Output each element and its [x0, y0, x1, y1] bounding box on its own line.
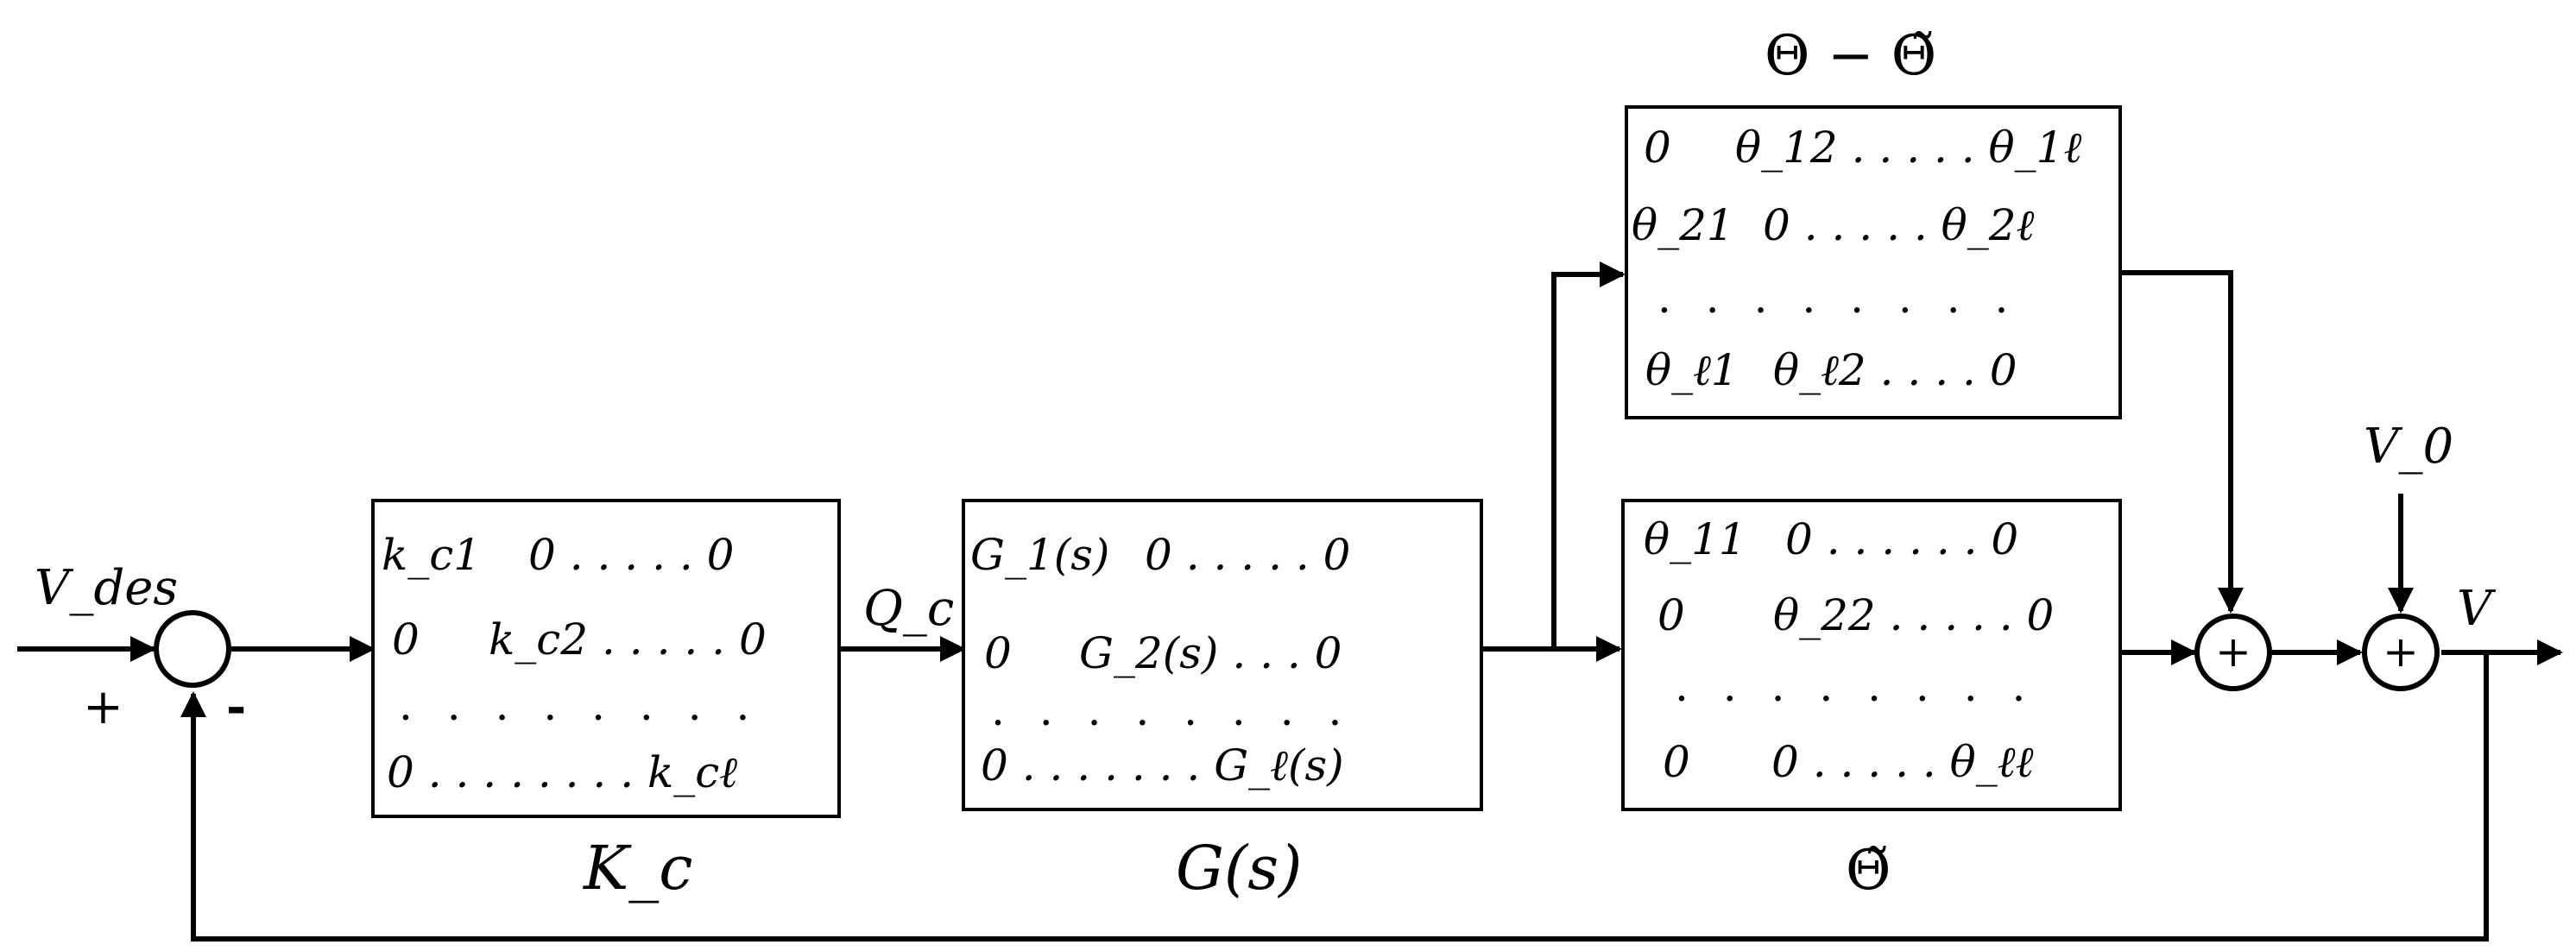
signal-v0: V_0 — [2364, 419, 2453, 475]
matrix-cell: 0 . . . . . θ_ℓℓ — [1771, 737, 2034, 787]
matrix-cell: 0 — [1644, 123, 1671, 173]
matrix-cell: 0 — [1657, 590, 1685, 640]
matrix-cell: θ_22 . . . . . 0 — [1773, 590, 2054, 640]
matrix-cell: θ_ℓ1 — [1645, 345, 1739, 395]
signal-v: V — [2457, 581, 2497, 637]
junction-plus-symbol: + — [2383, 627, 2419, 677]
feedback-wire — [180, 652, 2489, 942]
minus-sign: - — [226, 678, 246, 735]
wire-to-theta-diff — [1551, 261, 1626, 649]
block-label-gs: G(s) — [1176, 833, 1302, 904]
matrix-cell: 0 — [984, 628, 1012, 678]
matrix-cell: 0 . . . . . 0 — [1145, 530, 1350, 580]
block-kc: k_c1 0 . . . . . 0 0 k_c2 . . . . . 0 . … — [371, 499, 841, 818]
matrix-cell: 0 . . . . . 0 — [528, 530, 734, 580]
matrix-cell: G_2(s) . . . 0 — [1079, 628, 1342, 678]
matrix-cell: 0 — [392, 614, 420, 664]
matrix-cell: 0 . . . . . . . . k_cℓ — [387, 747, 737, 797]
matrix-dots-row: . . . . . . . . — [1657, 273, 2018, 323]
wire-theta-diff-to-sum — [2120, 270, 2244, 614]
block-label-theta-tilde: Θ̃ — [1846, 839, 1891, 903]
block-label-theta-diff: Θ − Θ̃ — [1765, 24, 1936, 88]
matrix-cell: 0 . . . . . . . G_ℓ(s) — [981, 740, 1344, 790]
matrix-dots-row: . . . . . . . . — [1675, 661, 2036, 711]
matrix-cell: θ_12 . . . . . θ_1ℓ — [1735, 123, 2081, 173]
signal-q-c: Q_c — [863, 581, 954, 637]
matrix-cell: k_c2 . . . . . 0 — [489, 614, 767, 664]
junction-plus-symbol: + — [2215, 627, 2251, 677]
plus-sign: + — [83, 679, 123, 735]
block-gs: G_1(s) 0 . . . . . 0 0 G_2(s) . . . 0 . … — [962, 499, 1483, 811]
matrix-dots-row: . . . . . . . . — [991, 685, 1352, 735]
matrix-cell: θ_21 — [1632, 200, 1734, 250]
summing-junction-2: + — [2194, 614, 2272, 691]
matrix-cell: k_c1 — [382, 530, 481, 580]
matrix-cell: θ_11 — [1644, 514, 1746, 564]
matrix-cell: 0 . . . . . θ_2ℓ — [1763, 200, 2035, 250]
matrix-cell: G_1(s) — [970, 530, 1109, 580]
block-label-kc: K_c — [582, 833, 693, 904]
block-theta-diff: 0 θ_12 . . . . . θ_1ℓ θ_21 0 . . . . . θ… — [1625, 105, 2122, 419]
matrix-cell: 0 . . . . . . 0 — [1785, 514, 2018, 564]
matrix-cell: 0 — [1663, 737, 1690, 787]
matrix-dots-row: . . . . . . . . — [399, 680, 760, 730]
block-theta-tilde: θ_11 0 . . . . . . 0 0 θ_22 . . . . . 0 … — [1621, 499, 2122, 811]
summing-junction-3: + — [2362, 614, 2440, 691]
summing-junction-input — [154, 610, 231, 688]
matrix-cell: θ_ℓ2 . . . . 0 — [1773, 345, 2017, 395]
signal-v-des: V_des — [35, 560, 178, 616]
